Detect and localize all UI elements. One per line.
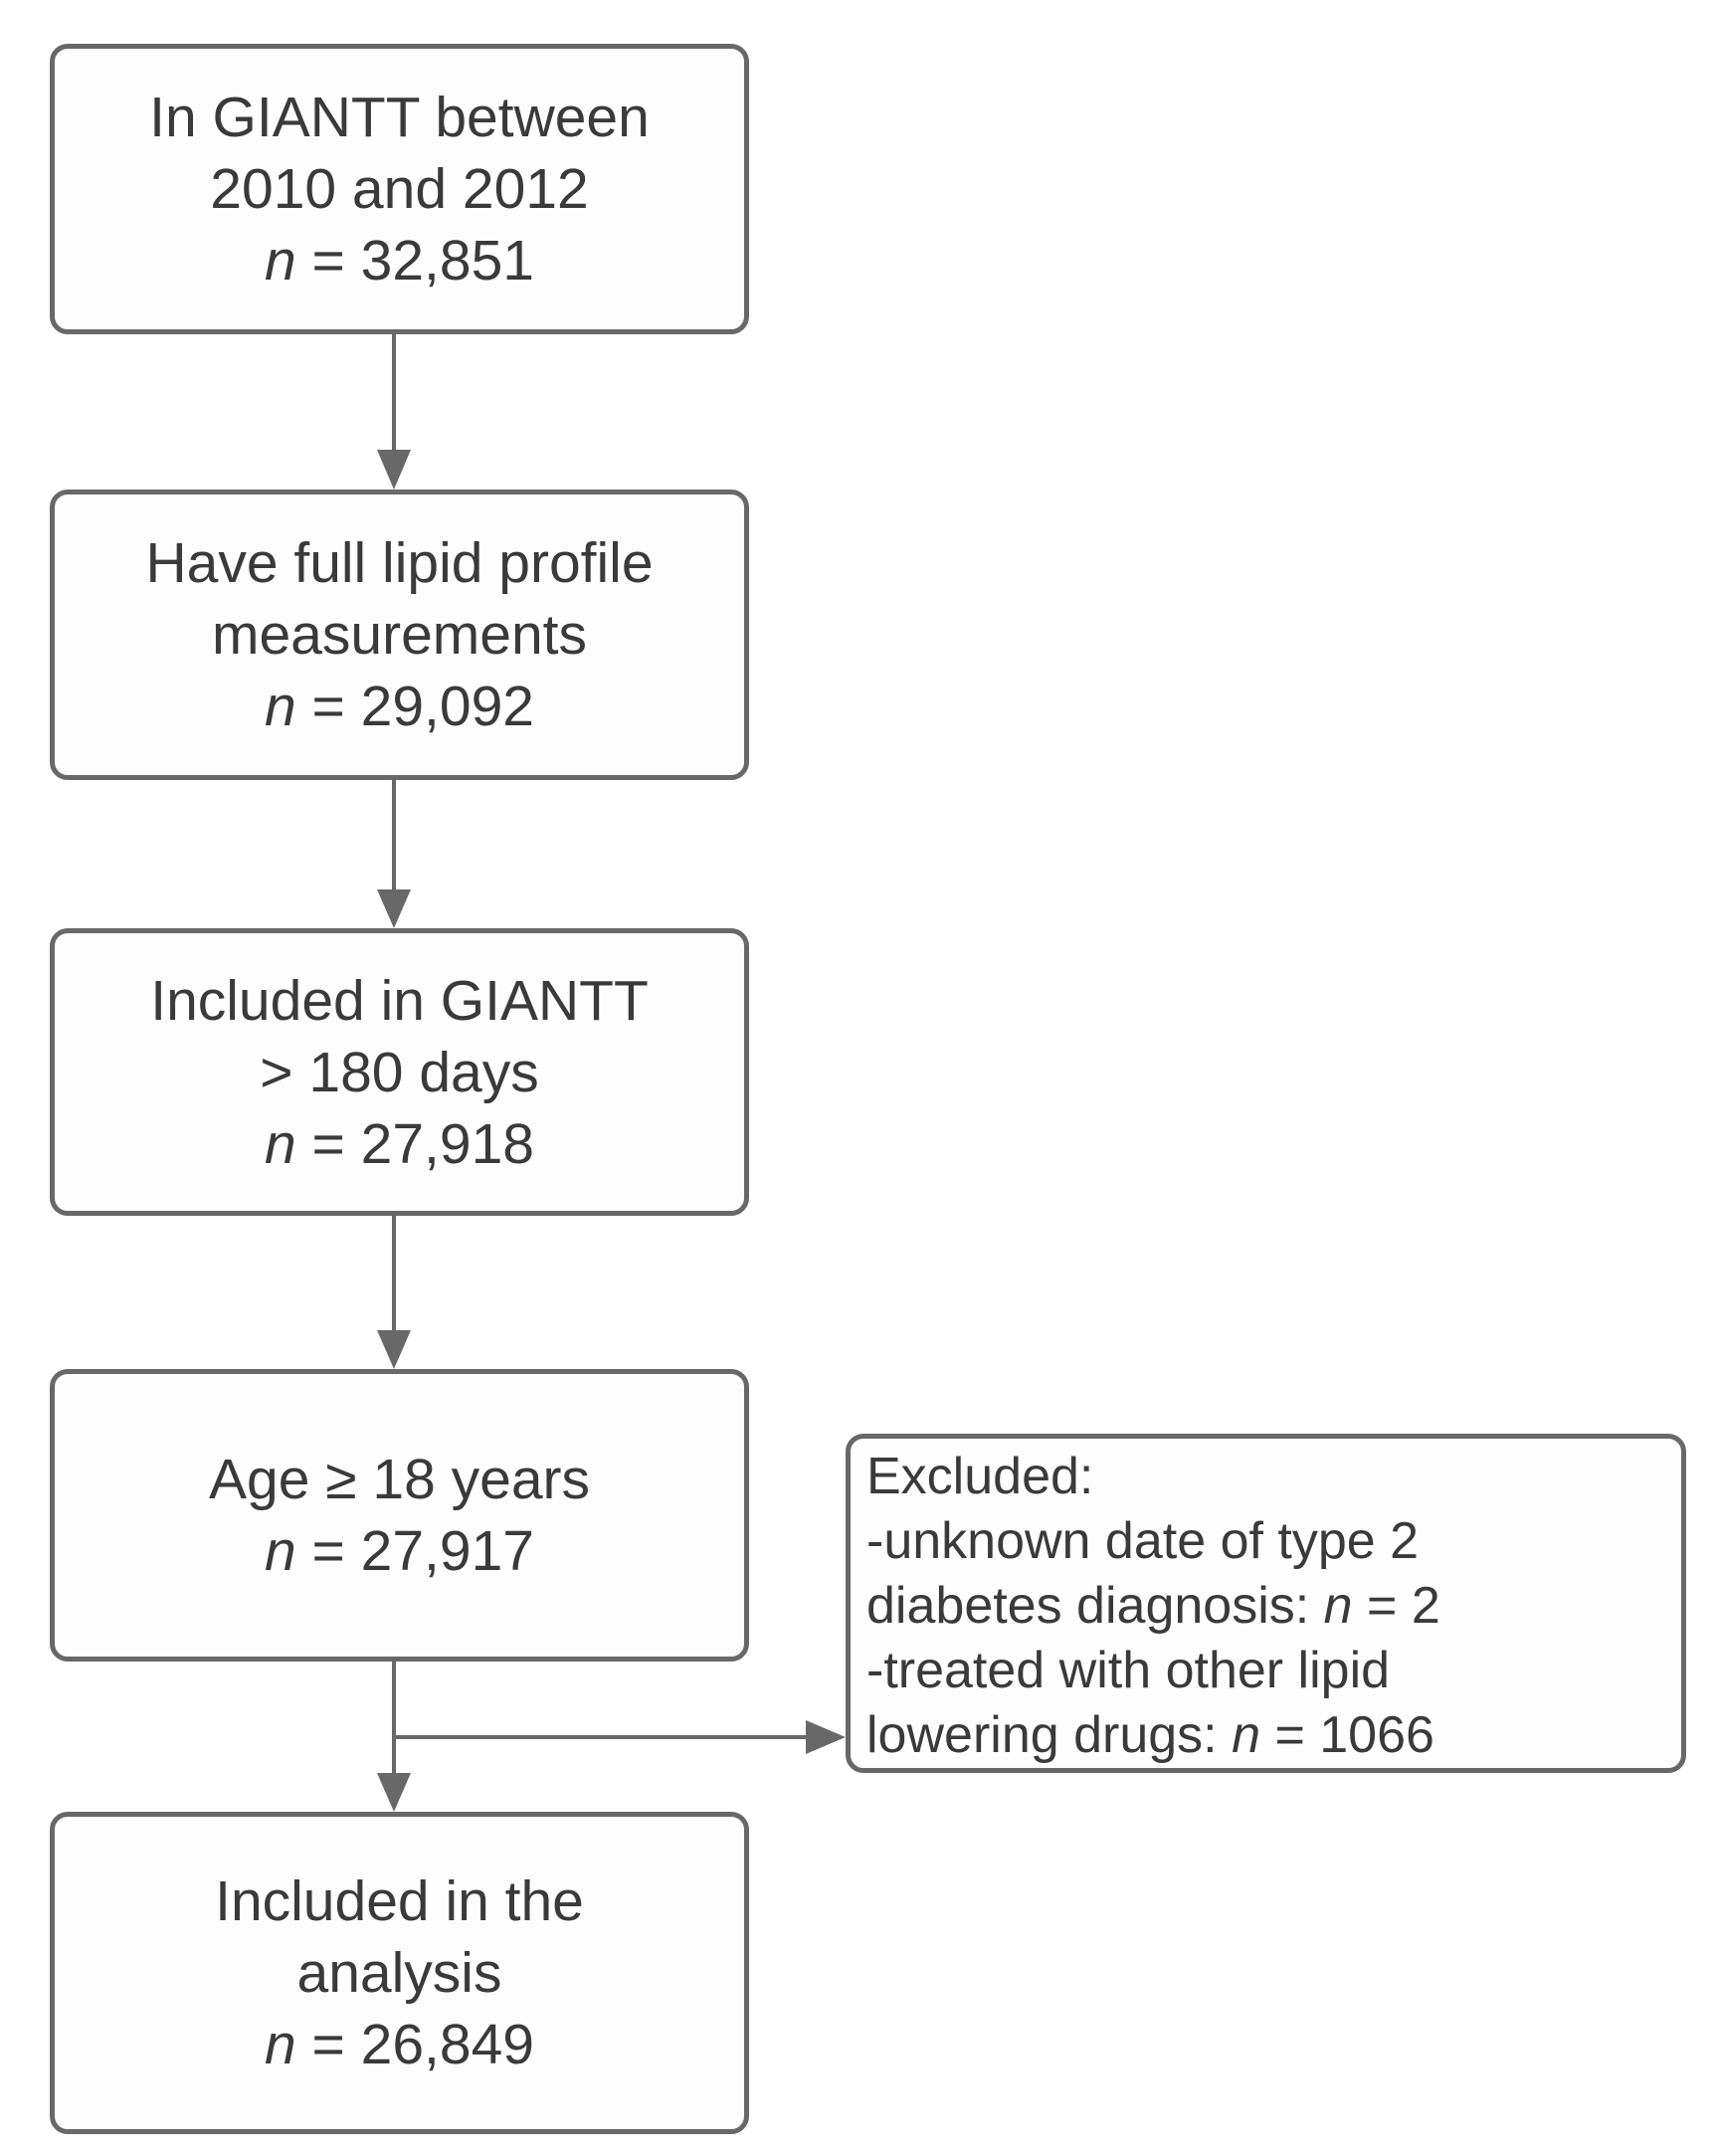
box-full-lipid-profile: Have full lipid profile measurements n =… [50,490,749,780]
n-value: = 1066 [1260,1706,1434,1764]
n-value: = 2 [1352,1577,1440,1635]
excluded-text: diabetes diagnosis: [866,1577,1324,1635]
arrow-3-head-icon [377,1330,411,1369]
n-italic: n [264,2013,296,2076]
box-text-line: 2010 and 2012 [210,157,589,221]
box-text-line: > 180 days [260,1040,539,1104]
box-text-line: analysis [296,1941,502,2005]
box-text-line: Age ≥ 18 years [209,1448,590,1511]
arrow-4-head-icon [377,1773,411,1812]
box-text-line: Included in the [215,1869,584,1933]
arrow-1-head-icon [377,450,411,490]
box-n-count: n = 27,918 [265,1108,534,1180]
n-italic: n [264,675,296,738]
excluded-item-line: -unknown date of type 2 [866,1512,1420,1570]
arrow-exclusion-head-icon [806,1720,846,1754]
n-value: = 26,849 [295,2013,534,2076]
n-italic: n [264,1111,296,1176]
excluded-item-line: lowering drugs: n = 1066 [866,1703,1671,1768]
box-n-count: n = 32,851 [265,225,534,296]
box-n-count: n = 27,917 [265,1515,534,1587]
n-italic: n [264,1519,296,1583]
box-giantt-2010-2012: In GIANTT between 2010 and 2012 n = 32,8… [50,44,749,334]
box-n-count: n = 26,849 [265,2009,534,2080]
n-value: = 32,851 [295,229,534,293]
box-age-18-years: Age ≥ 18 years n = 27,917 [50,1369,749,1662]
box-included-180-days: Included in GIANTT > 180 days n = 27,918 [50,928,749,1216]
excluded-title: Excluded: [866,1448,1094,1505]
n-italic: n [1232,1706,1260,1764]
n-italic: n [264,229,296,293]
excluded-item-line: -treated with other lipid [866,1642,1391,1699]
box-text-line: Have full lipid profile [145,531,654,595]
box-text-line: measurements [212,603,587,667]
box-excluded: Excluded: -unknown date of type 2 diabet… [846,1434,1686,1773]
n-value: = 27,918 [295,1111,534,1176]
box-included-analysis: Included in the analysis n = 26,849 [50,1812,749,2134]
n-value: = 27,917 [295,1519,534,1583]
box-n-count: n = 29,092 [265,671,534,742]
n-italic: n [1323,1577,1353,1635]
excluded-item-line: diabetes diagnosis: n = 2 [866,1574,1671,1639]
n-value: = 29,092 [295,675,534,738]
box-text-line: In GIANTT between [149,86,650,149]
excluded-text: lowering drugs: [866,1706,1233,1764]
box-text-line: Included in GIANTT [150,968,649,1033]
arrow-2-head-icon [377,889,411,928]
